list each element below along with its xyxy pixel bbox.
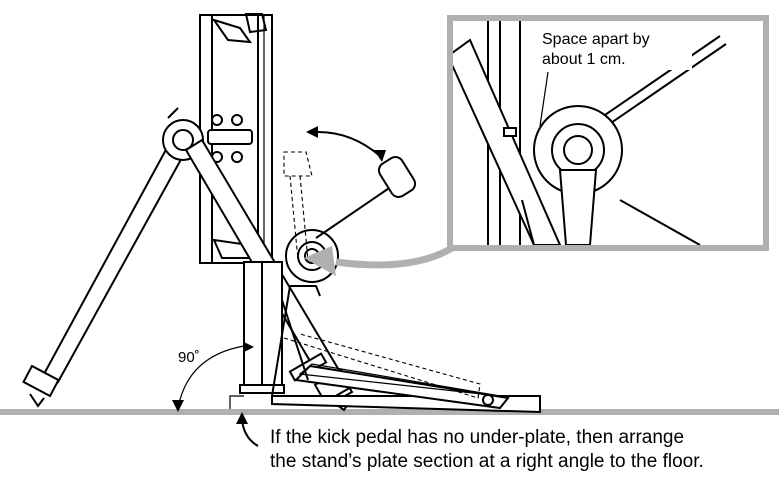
zoom-arrow bbox=[304, 244, 454, 276]
angle-label: 90˚ bbox=[178, 349, 200, 366]
stand-plate bbox=[239, 261, 285, 394]
caption-line-2: the stand’s plate section at a right ang… bbox=[270, 451, 704, 472]
callout-line-1: Space apart by bbox=[542, 31, 650, 48]
mounting-bolts bbox=[207, 114, 253, 163]
caption: If the kick pedal has no under-plate, th… bbox=[270, 426, 704, 474]
detail-callout: Space apart by about 1 cm. bbox=[447, 15, 769, 251]
right-angle-indicator: 90˚ bbox=[172, 342, 259, 447]
kick-pedal bbox=[271, 126, 541, 414]
caption-line-1: If the kick pedal has no under-plate, th… bbox=[270, 427, 685, 448]
floor-line bbox=[0, 409, 779, 415]
callout-line-2: about 1 cm. bbox=[542, 51, 626, 68]
